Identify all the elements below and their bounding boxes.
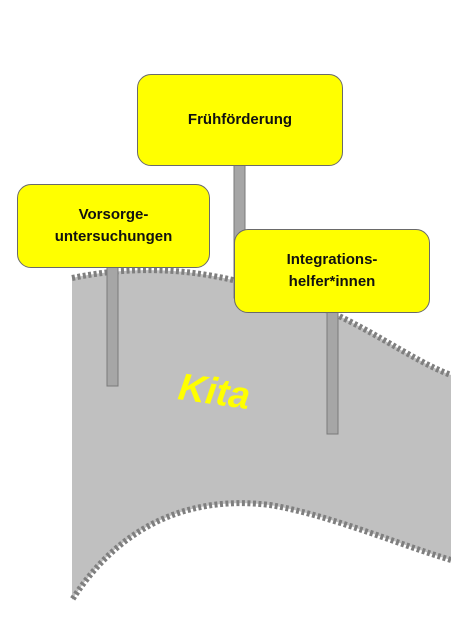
sign-fruehfoerderung: Frühförderung (137, 74, 343, 166)
sign-integration-line-1: Integrations- (286, 251, 378, 268)
road-band (72, 270, 451, 600)
sign-integrationshelfer: Integrations- helfer*innen (234, 229, 430, 313)
post-vorsorge (106, 265, 119, 387)
sign-vorsorge-line-1: Vorsorge- (78, 206, 149, 223)
road-label: Kita (176, 366, 253, 418)
road-bottom-edge (69, 500, 451, 602)
sign-vorsorge-line-2: untersuchungen (54, 228, 173, 245)
post-integration (326, 310, 339, 435)
sign-integration-line-2: helfer*innen (288, 273, 376, 290)
sign-vorsorgeuntersuchungen: Vorsorge- untersuchungen (17, 184, 210, 268)
sign-fruehfoerderung-label: Frühförderung (187, 111, 293, 128)
